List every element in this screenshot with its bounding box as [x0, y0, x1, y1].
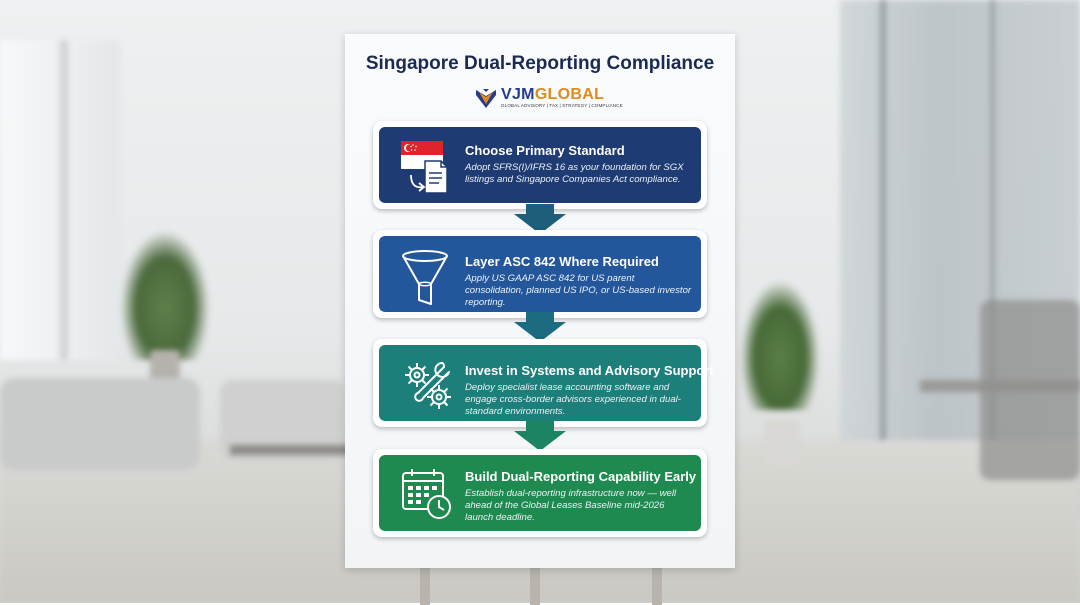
gears-wrench-icon: [405, 361, 451, 409]
funnel-icon: [402, 250, 448, 305]
step-card-2: Layer ASC 842 Where Required Apply US GA…: [373, 230, 707, 318]
step-card-3: Invest in Systems and Advisory Support D…: [373, 339, 714, 427]
window-frame: [60, 40, 68, 360]
step-description: Apply US GAAP ASC 842 for US parent cons…: [465, 273, 692, 308]
step-description: Adopt SFRS(I)/IFRS 16 as your foundation…: [465, 162, 684, 185]
step-card-body: Layer ASC 842 Where Required Apply US GA…: [379, 236, 701, 312]
easel-leg: [530, 565, 540, 605]
step-heading: Build Dual-Reporting Capability Early: [465, 469, 697, 484]
glass-frame: [880, 0, 886, 520]
vjm-global-logo: VJMGLOBAL GLOBAL ADVISORY | TAX | STRATE…: [474, 86, 623, 110]
step-card-body: Choose Primary Standard Adopt SFRS(I)/IF…: [379, 127, 701, 203]
step-heading: Layer ASC 842 Where Required: [465, 254, 659, 269]
plant-right: [740, 280, 820, 410]
singapore-flag-document-icon: [401, 141, 448, 194]
flow-arrow-icon: [514, 421, 566, 451]
easel-leg: [420, 565, 430, 605]
calendar-clock-icon: [402, 469, 451, 519]
glass-frame: [990, 0, 995, 520]
plant-left: [120, 230, 210, 360]
step-card-4: Build Dual-Reporting Capability Early Es…: [373, 449, 707, 537]
easel-leg: [652, 565, 662, 605]
logo-tagline: GLOBAL ADVISORY | TAX | STRATEGY | COMPL…: [501, 103, 623, 108]
step-card-body: Build Dual-Reporting Capability Early Es…: [379, 455, 701, 531]
flow-arrow-icon: [514, 204, 566, 234]
poster-title: Singapore Dual-Reporting Compliance: [365, 53, 715, 74]
step-card-1: Choose Primary Standard Adopt SFRS(I)/IF…: [373, 121, 707, 209]
flow-arrow-icon: [514, 312, 566, 342]
logo-wordmark: VJMGLOBAL: [501, 86, 605, 103]
step-heading: Choose Primary Standard: [465, 143, 625, 158]
step-description: Establish dual-reporting infrastructure …: [465, 488, 677, 523]
step-card-body: Invest in Systems and Advisory Support D…: [379, 345, 714, 421]
logo-mark-icon: [476, 89, 496, 108]
pot-right: [765, 420, 799, 470]
step-heading: Invest in Systems and Advisory Support: [465, 363, 714, 378]
sofa-left: [0, 378, 200, 470]
office-chair: [980, 300, 1080, 480]
step-description: Deploy specialist lease accounting softw…: [465, 382, 681, 417]
coffee-table: [230, 445, 350, 455]
